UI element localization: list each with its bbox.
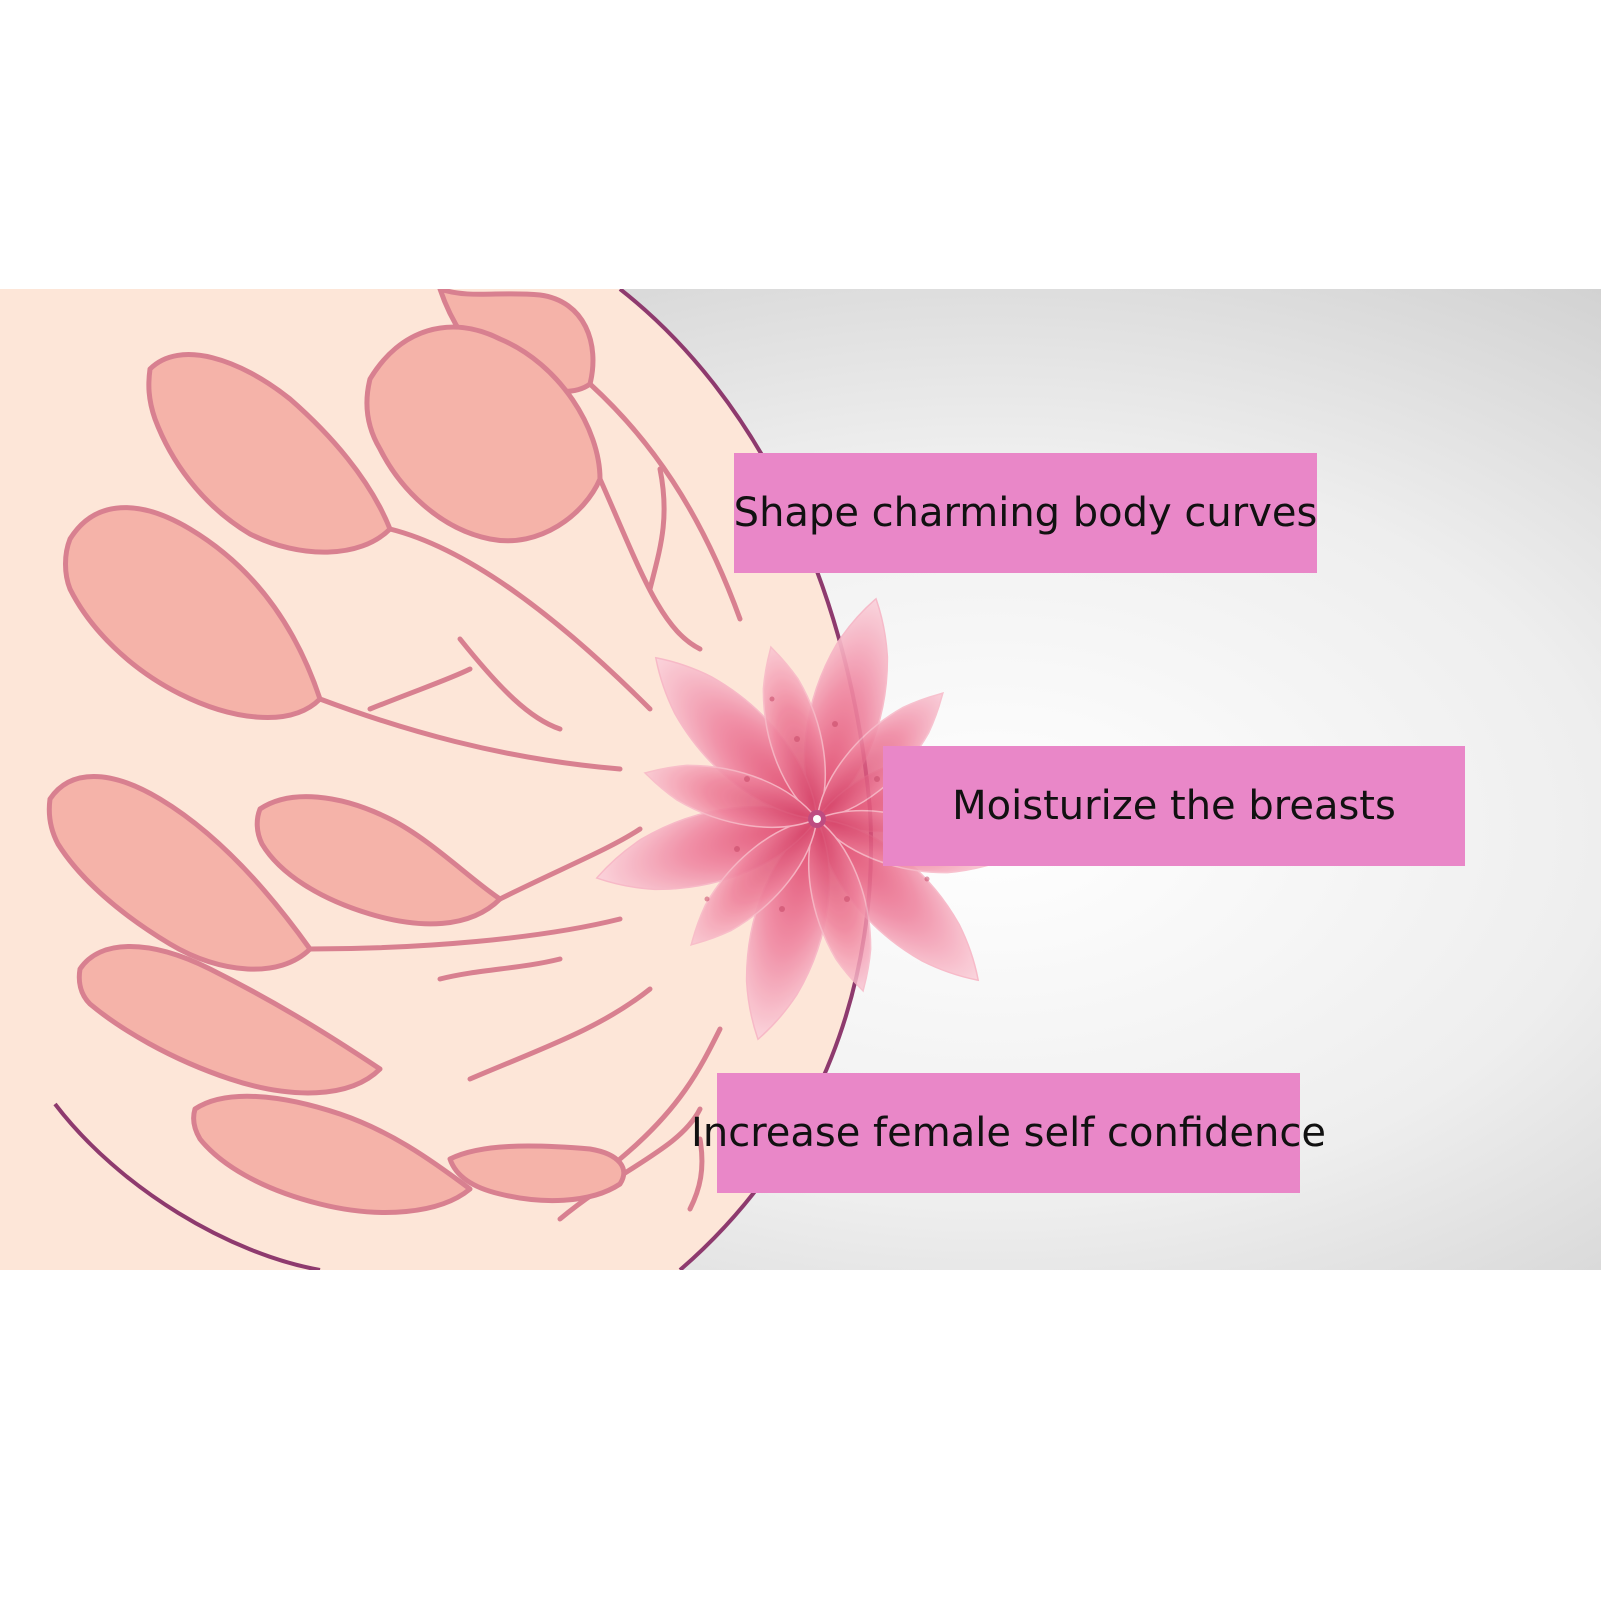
feature-label-text: Increase female self confidence xyxy=(691,1110,1326,1156)
feature-label-text: Shape charming body curves xyxy=(733,490,1318,536)
mammary-lobes xyxy=(46,289,627,1215)
milk-ducts xyxy=(307,381,743,1222)
feature-label-body-curves: Shape charming body curves xyxy=(734,453,1317,573)
feature-label-moisturize: Moisturize the breasts xyxy=(883,746,1465,866)
breast-lower-outline xyxy=(53,1102,321,1270)
feature-label-confidence: Increase female self confidence xyxy=(691,1073,1326,1193)
feature-label-text: Moisturize the breasts xyxy=(952,783,1396,829)
